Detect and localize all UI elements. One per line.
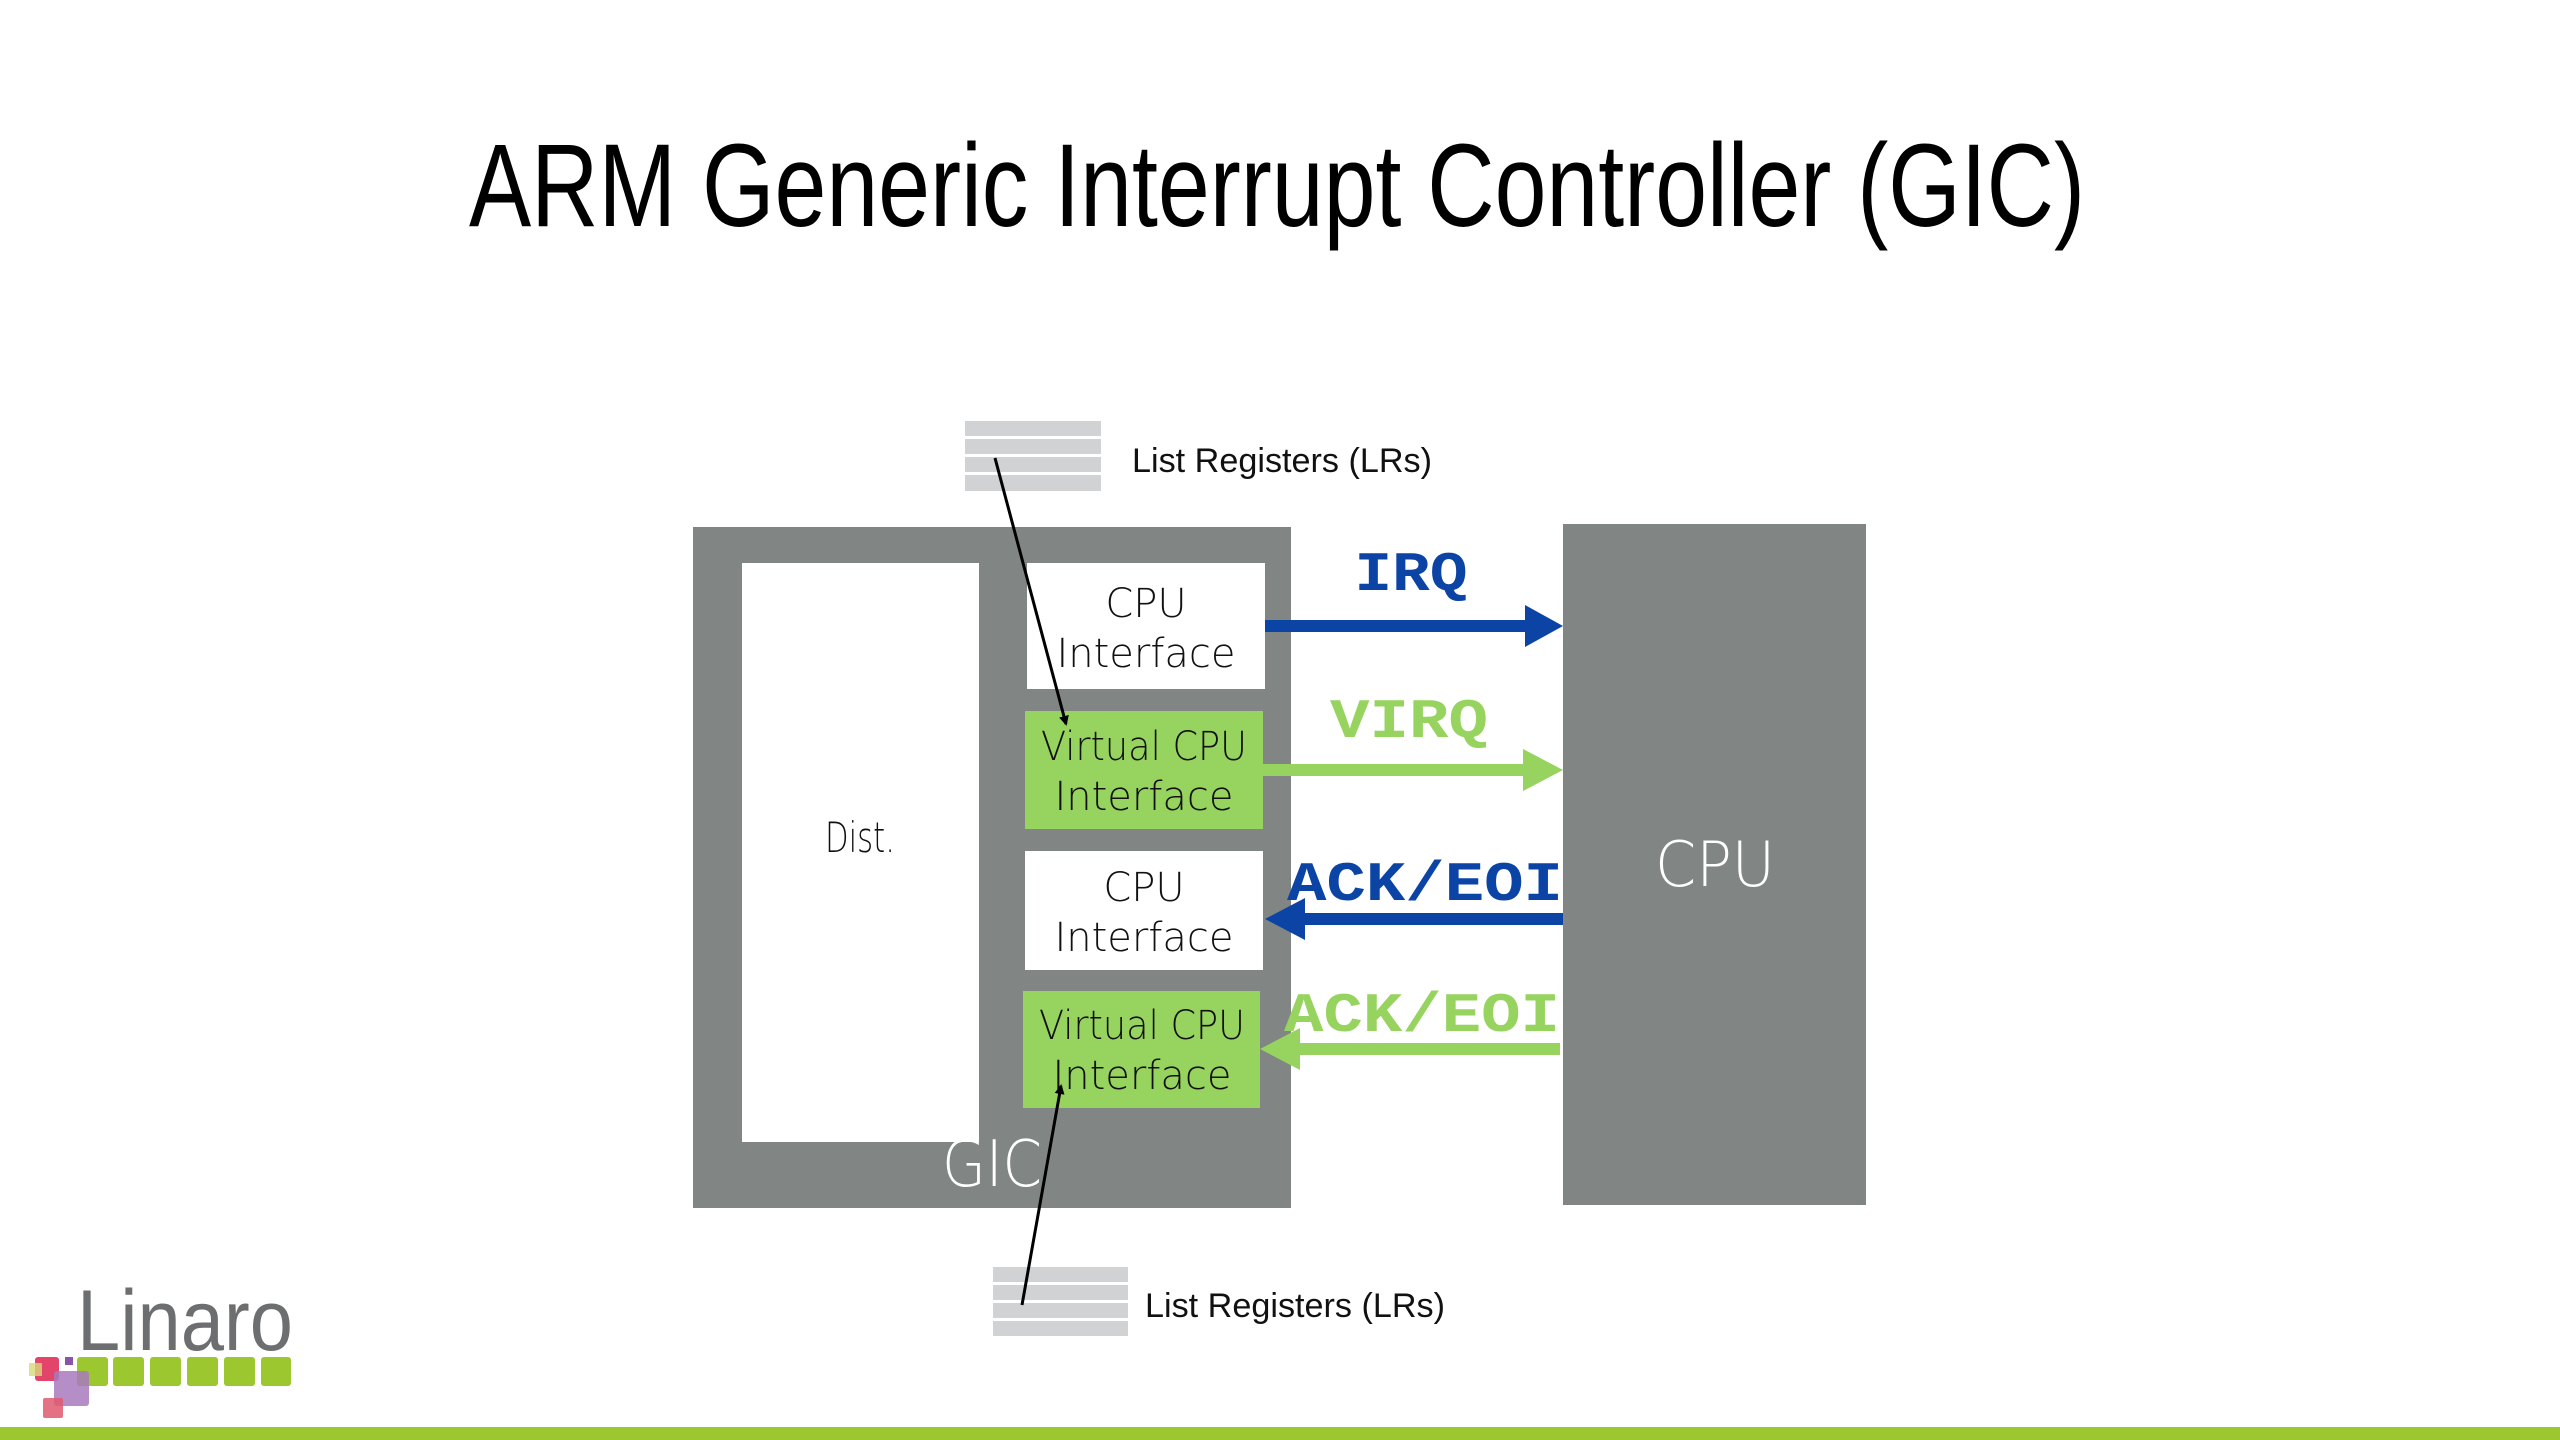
register-row [965,457,1101,472]
lr-to-virtual-interface-arrow-bottom [1020,1084,1065,1306]
gic-block: Dist. CPU Interface Virtual CPU Interfac… [693,527,1291,1208]
irq-arrow-head [1525,605,1563,647]
distributor-label: Dist. [825,813,895,862]
logo-square [113,1357,144,1386]
cpu-interface-2-line2: Interface [1054,915,1233,961]
slide-title: ARM Generic Interrupt Controller (GIC) [469,120,2085,252]
logo-square [261,1357,291,1386]
list-registers-top-label: List Registers (LRs) [1132,442,1432,480]
footer-bar [0,1427,2560,1440]
ack-eoi-signal: ACK/EOI [1265,853,1563,940]
irq-arrow-shaft [1265,620,1527,632]
cpu-interface-1-line1: CPU [1105,581,1186,627]
linaro-logo-text: Linaro [77,1273,293,1369]
logo-square [224,1357,255,1386]
ack-eoi-label: ACK/EOI [1287,853,1563,917]
logo-square [150,1357,181,1386]
virtual-ack-eoi-arrow-head [1260,1028,1300,1070]
list-registers-bottom-label: List Registers (LRs) [1145,1287,1445,1325]
logo-accent-yellow [29,1363,42,1376]
lr-to-virtual-interface-arrow-top [993,457,1069,726]
gic-label: GIC [942,1128,1042,1202]
cpu-interface-1 [1027,563,1265,689]
virtual-cpu-interface-1 [1025,711,1263,829]
logo-accent-purple [54,1371,89,1406]
logo-accent-red [43,1398,63,1418]
register-row [993,1321,1128,1336]
cpu-label: CPU [1655,828,1775,901]
cpu-interface-1-line2: Interface [1056,631,1235,677]
linaro-logo: Linaro [29,1273,293,1418]
ack-eoi-arrow-shaft [1300,913,1563,925]
cpu-box [1563,524,1866,1205]
ack-eoi-arrow-head [1265,898,1305,940]
cpu-interface-2-line1: CPU [1103,865,1184,911]
list-registers-top: List Registers (LRs) [965,421,1432,726]
list-registers-bottom: List Registers (LRs) [993,1084,1445,1336]
irq-label: IRQ [1355,543,1468,607]
virtual-ack-eoi-arrow-shaft [1295,1043,1560,1055]
virtual-cpu-interface-1-line2: Interface [1054,774,1233,820]
register-row [993,1303,1128,1318]
register-row [965,421,1101,436]
virq-arrow-head [1523,749,1563,791]
register-row [993,1267,1128,1282]
virtual-ack-eoi-signal: ACK/EOI [1260,984,1560,1070]
virtual-cpu-interface-1-line1: Virtual CPU [1041,724,1247,770]
cpu-block: CPU [1563,524,1866,1205]
virtual-ack-eoi-label: ACK/EOI [1284,984,1560,1048]
virtual-cpu-interface-2-line1: Virtual CPU [1039,1003,1245,1049]
cpu-interface-2 [1025,851,1263,970]
logo-accent-violet [65,1357,73,1365]
irq-signal: IRQ [1265,543,1563,647]
virtual-cpu-interface-2-line2: Interface [1052,1053,1231,1099]
virq-arrow-shaft [1263,764,1527,776]
virq-signal: VIRQ [1263,690,1563,791]
virq-label: VIRQ [1330,690,1488,754]
register-row [993,1285,1128,1300]
register-row [965,439,1101,454]
register-row [965,475,1101,491]
distributor-box [742,563,979,1142]
logo-square [187,1357,218,1386]
